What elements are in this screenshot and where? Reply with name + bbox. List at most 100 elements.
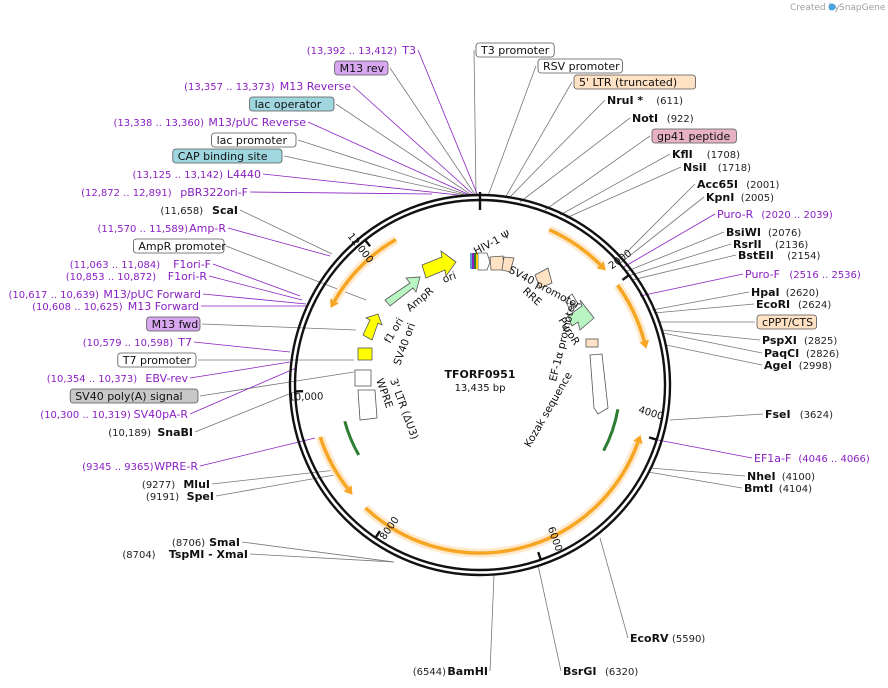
t7-promoter-box <box>117 352 197 368</box>
leader-line <box>649 467 746 477</box>
wpre-box <box>357 389 378 421</box>
hiv-psi-label: HIV-1 Ψ <box>472 228 513 257</box>
bsrgi-position: (6320) <box>605 667 638 678</box>
noti-position: (922) <box>667 114 694 125</box>
snabi-position: (10,189) <box>108 428 151 439</box>
leader-line <box>473 49 477 197</box>
leader-line <box>417 49 479 197</box>
pbr322ori-f-position: (12,872 .. 12,891) <box>81 188 172 199</box>
tspmi-xmai-position: (8704) <box>122 550 155 561</box>
leader-line <box>212 263 301 297</box>
amp-r-label: Amp-R <box>189 222 226 235</box>
m13-forward-label: M13 Forward <box>128 300 199 313</box>
smai-label: SmaI <box>209 536 240 549</box>
rsrii-label: RsrII <box>733 238 762 251</box>
puro-r-position: (2020 .. 2039) <box>761 210 833 221</box>
leader-line <box>647 471 743 489</box>
puro-r-label: Puro-R <box>717 208 754 221</box>
m13-fwd-label: M13 fwd <box>152 318 199 331</box>
t3-position: (13,392 .. 13,412) <box>307 46 398 57</box>
credit-text: Created by <box>790 3 840 13</box>
leader-line <box>249 553 395 563</box>
leader-line <box>487 65 537 197</box>
m13-puc-forward-label: M13/pUC Forward <box>103 288 201 301</box>
leader-line <box>565 166 682 219</box>
kpni-label: KpnI <box>706 191 734 204</box>
rsrii-position: (2136) <box>775 240 808 251</box>
puro-f-position: (2516 .. 2536) <box>789 270 861 281</box>
sv40pa-r-position: (10,300 .. 10,319) <box>40 410 131 421</box>
feature-arc <box>616 284 646 342</box>
ebv-rev-position: (10,354 .. 10,373) <box>47 374 138 385</box>
feature-arc <box>332 237 397 302</box>
leader-line <box>194 391 295 433</box>
f1ori-f-position: (11,063 .. 11,084) <box>70 260 161 271</box>
scai-label: ScaI <box>212 204 238 217</box>
rsv-promoter-label: RSV promoter <box>543 60 620 73</box>
m13-reverse-position: (13,357 .. 13,373) <box>184 82 275 93</box>
leader-line <box>599 537 629 639</box>
bamhi-label: BamHI <box>447 665 488 678</box>
feature-arc-green <box>602 409 620 452</box>
m13-puc-reverse-position: (13,338 .. 13,360) <box>114 118 205 129</box>
leader-line <box>297 139 472 197</box>
leader-line <box>262 173 469 197</box>
f1ori-r-label: F1ori-R <box>168 270 208 283</box>
pbr322ori-f-label: pBR322ori-F <box>180 186 248 199</box>
hiv-psi-box <box>489 255 505 271</box>
bmti-position: (4104) <box>779 484 812 495</box>
leader-line <box>617 196 705 266</box>
tick-mark <box>364 239 371 248</box>
small-feature-stripe <box>470 253 472 269</box>
plasmid-name: TFORF0951 <box>445 368 516 381</box>
tick-mark <box>648 436 658 441</box>
acc65i-position: (2001) <box>746 180 779 191</box>
leader-line <box>211 469 337 485</box>
f1ori-f-label: F1ori-F <box>173 258 211 271</box>
l4440-label: L4440 <box>227 168 261 181</box>
bsiwi-label: BsiWI <box>726 226 761 239</box>
snabi-label: SnaBI <box>157 426 193 439</box>
cppt-cts-label: cPPT/CTS <box>762 316 813 329</box>
m13-rev-box <box>334 60 389 76</box>
leader-line <box>239 209 333 255</box>
nhei-label: NheI <box>747 470 776 483</box>
leader-line <box>208 275 303 301</box>
smai-position: (8706) <box>172 538 205 549</box>
sv40-promoter-arrow <box>564 293 579 311</box>
spei-label: SpeI <box>187 490 214 503</box>
m13-fwd-box <box>146 316 201 332</box>
paqci-position: (2826) <box>806 349 839 360</box>
ebv-rev-label: EBV-rev <box>145 372 188 385</box>
lac-operator-label: lac operator <box>255 98 322 111</box>
sv40pa-r-label: SV40pA-R <box>134 408 189 421</box>
tick-label: 10,000 <box>288 391 323 403</box>
agei-label: AgeI <box>764 359 792 372</box>
leader-line <box>283 155 471 197</box>
leader-line <box>627 243 732 277</box>
l4440-position: (13,125 .. 13,142) <box>133 170 224 181</box>
amp-r-position: (11,570 .. 11,589) <box>98 224 189 235</box>
ori-arrow <box>421 250 457 279</box>
leader-line <box>215 473 341 497</box>
tick-mark <box>537 551 542 561</box>
bsteii-label: BstEII <box>738 249 774 262</box>
lac-promoter-box <box>211 132 297 148</box>
hpai-position: (2620) <box>786 288 819 299</box>
ampr-promoter-label: AmpR promoter <box>138 240 226 253</box>
t7-label: T7 <box>177 336 192 349</box>
rsv-promoter-box <box>537 58 623 74</box>
bamhi-position: (6544) <box>413 667 446 678</box>
leader-line <box>559 153 671 216</box>
leader-line <box>189 361 291 379</box>
5-ltr-truncated-label: 5' LTR (truncated) <box>579 76 677 89</box>
leader-line <box>621 213 716 269</box>
leader-line <box>249 191 433 195</box>
m13-reverse-label: M13 Reverse <box>280 80 351 93</box>
feature-arrowhead <box>639 339 650 349</box>
acc65i-label: Acc65I <box>697 178 738 191</box>
sv40-poly-a-signal-box <box>69 388 199 404</box>
t7-position: (10,579 .. 10,598) <box>83 338 174 349</box>
